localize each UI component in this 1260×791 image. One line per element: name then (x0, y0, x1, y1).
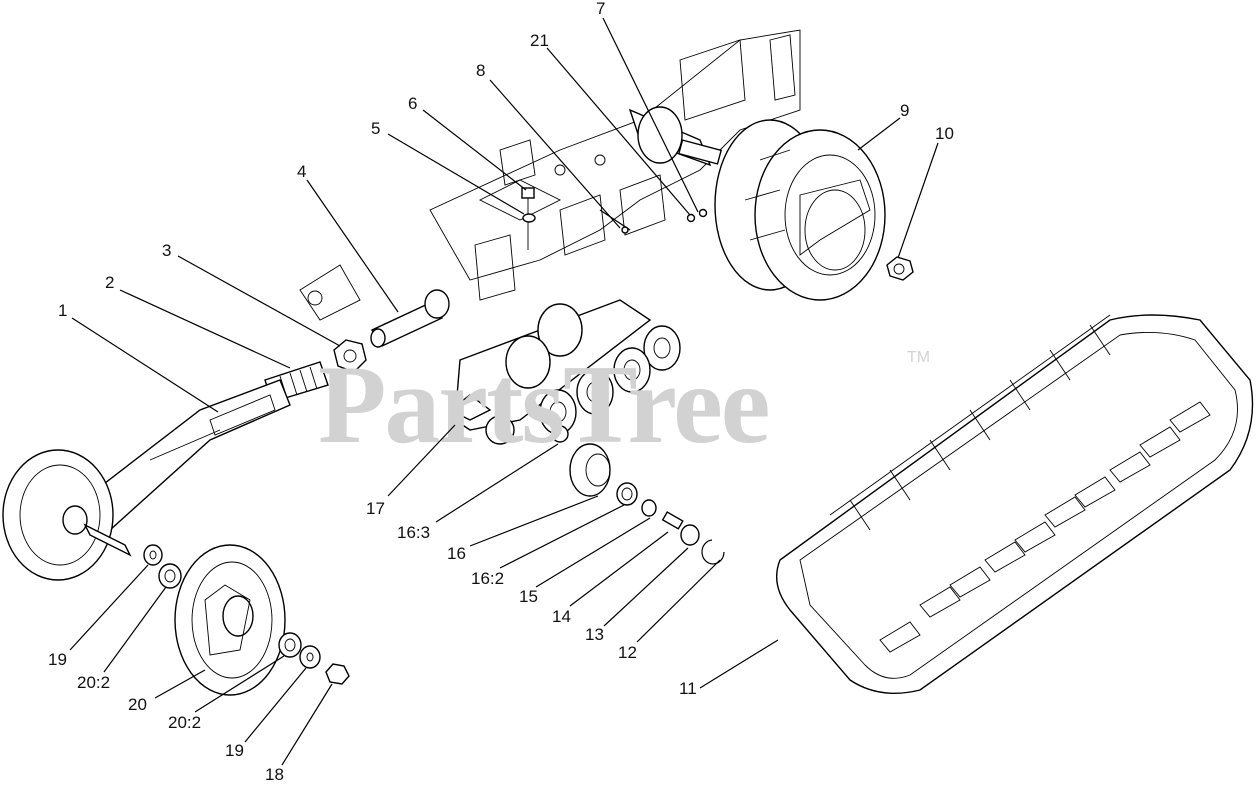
callout-13: 13 (585, 625, 604, 644)
callout-5: 5 (371, 119, 380, 138)
callout-16-3: 16:3 (397, 523, 430, 542)
washer-15 (641, 499, 657, 517)
callout-6: 6 (408, 94, 417, 113)
idler-wheel-20 (174, 544, 286, 696)
callout-14: 14 (552, 607, 571, 626)
callout-19-left: 19 (48, 650, 67, 669)
callout-20-2-right: 20:2 (168, 713, 201, 732)
idler-wheel-front (2, 449, 132, 581)
bearing-20-2-left (158, 563, 182, 589)
seal-16-3 (551, 425, 569, 443)
watermark-tm: TM (907, 349, 930, 366)
callout-9: 9 (900, 101, 909, 120)
drive-sprocket (628, 106, 886, 301)
bolt-6 (521, 187, 535, 250)
callout-15: 15 (519, 587, 538, 606)
axle-tube (370, 289, 450, 348)
callout-8: 8 (476, 61, 485, 80)
callout-labels: 1 2 3 4 5 6 7 8 9 10 11 12 13 14 15 16 1… (48, 0, 954, 784)
bearing-20-2-right (278, 632, 302, 658)
cap-13 (680, 524, 700, 546)
callout-2: 2 (105, 273, 114, 292)
roller-frame (448, 299, 681, 445)
snap-ring-12 (701, 539, 725, 565)
bolt-14 (661, 511, 684, 530)
washer-5 (522, 213, 536, 223)
roller-16 (569, 443, 611, 497)
washers-7-21 (686, 208, 708, 223)
callout-3: 3 (162, 241, 171, 260)
watermark-text: PartsTree (318, 343, 769, 467)
callout-11: 11 (679, 679, 697, 698)
callout-20: 20 (128, 695, 147, 714)
callout-21: 21 (530, 31, 549, 50)
bearing-16-2 (616, 482, 638, 506)
nut-18 (325, 663, 350, 685)
callout-18: 18 (265, 765, 284, 784)
washer-19-left (143, 544, 163, 566)
washer-19-right (299, 645, 321, 669)
callout-17: 17 (366, 499, 385, 518)
rubber-track (776, 314, 1254, 695)
callout-12: 12 (618, 643, 637, 662)
callout-19-right: 19 (225, 741, 244, 760)
leader-lines (69, 17, 939, 766)
bolt-pin-8 (599, 209, 631, 234)
callout-4: 4 (297, 162, 306, 181)
wheel-nut (886, 256, 914, 281)
callout-20-2-left: 20:2 (77, 673, 110, 692)
callout-1: 1 (58, 301, 67, 320)
bushing (333, 339, 367, 373)
callout-16-2: 16:2 (471, 569, 504, 588)
callout-16: 16 (447, 544, 466, 563)
callout-7: 7 (596, 0, 605, 18)
callout-10: 10 (935, 124, 954, 143)
